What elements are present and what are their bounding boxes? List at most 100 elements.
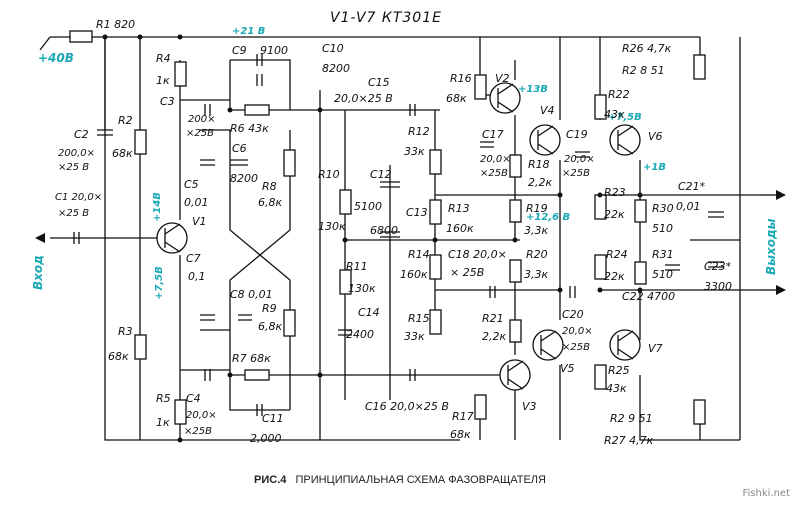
label-r2-value: 68к xyxy=(112,147,133,160)
label-r18-value: 2,2к xyxy=(528,176,552,189)
figure-title: ПРИНЦИПИАЛЬНАЯ СХЕМА ФАЗОВРАЩАТЕЛЯ xyxy=(295,474,546,486)
label-r9-value: 6,8к xyxy=(258,320,282,333)
label-c1-value: ×25 В xyxy=(58,208,89,219)
wires xyxy=(39,36,760,441)
label-c12: C12 xyxy=(370,168,392,181)
input-label: Вход xyxy=(31,255,45,290)
label-c3-value: 200× xyxy=(188,114,215,125)
label-v2: V2 xyxy=(495,72,510,85)
label-r10-value: 130к xyxy=(318,220,346,233)
label-c17-value: 20,0× xyxy=(480,154,511,165)
label-c20: C20 xyxy=(562,308,584,321)
label-c4-value: 20,0× xyxy=(186,410,217,421)
label-r23-value: 22к xyxy=(604,208,625,221)
label-r10: R10 xyxy=(318,168,340,181)
label-c12-value: 5100 xyxy=(354,200,382,213)
label-c2-value-b: ×25 В xyxy=(58,162,89,173)
label-c6-value: 8200 xyxy=(230,172,258,185)
voltage-12-6v: +12,6 В xyxy=(526,212,570,223)
label-c4-volt: ×25В xyxy=(184,426,212,437)
label-r18: R18 xyxy=(528,158,550,171)
label-r12-value: 33к xyxy=(404,145,425,158)
label-c19: C19 xyxy=(566,128,588,141)
label-c23: C23* xyxy=(704,260,732,273)
label-c18: C18 20,0× xyxy=(448,248,507,261)
label-c2-value-a: 200,0× xyxy=(58,148,95,159)
label-c17: C17 xyxy=(482,128,504,141)
label-r2: R2 xyxy=(118,114,133,127)
label-c13: C13 xyxy=(406,206,428,219)
capacitors xyxy=(73,54,724,416)
label-v6: V6 xyxy=(648,130,663,143)
label-c15-value: 20,0×25 В xyxy=(334,92,393,105)
label-r24: R24 xyxy=(606,248,628,261)
label-c3: C3 xyxy=(160,95,175,108)
label-r20: R20 xyxy=(526,248,548,261)
label-c7: C7 xyxy=(186,252,201,265)
label-c11: C11 xyxy=(262,412,284,425)
label-r30: R30 xyxy=(652,202,674,215)
label-r15-value: 33к xyxy=(404,330,425,343)
label-r13-value: 160к xyxy=(446,222,474,235)
voltage-14v: +14В xyxy=(152,192,163,222)
label-c6: C6 xyxy=(232,142,247,155)
label-r9: R9 xyxy=(262,302,277,315)
label-c5-value: 0,01 xyxy=(184,196,209,209)
label-r4-value: 1к xyxy=(156,74,170,87)
label-r11: R11 xyxy=(346,260,368,273)
label-r21-value: 2,2к xyxy=(482,330,506,343)
label-r31-value: 510 xyxy=(652,268,673,281)
label-r24-value: 22к xyxy=(604,270,625,283)
voltage-1v: +1В xyxy=(643,162,666,173)
label-r19-value: 3,3к xyxy=(524,224,548,237)
label-c22: C22 4700 xyxy=(622,290,675,303)
label-c15: C15 xyxy=(368,76,390,89)
label-c10-value: 8200 xyxy=(322,62,350,75)
label-c8: C8 0,01 xyxy=(230,288,273,301)
label-r22-value: 43к xyxy=(604,108,625,121)
label-c4: C4 xyxy=(186,392,201,405)
label-r31: R31 xyxy=(652,248,674,261)
label-r6: R6 43к xyxy=(230,122,269,135)
label-r21: R21 xyxy=(482,312,504,325)
label-r19: R19 xyxy=(526,202,548,215)
label-c13-value: 6800 xyxy=(370,224,398,237)
label-c1: C1 20,0× xyxy=(55,192,102,203)
label-r4: R4 xyxy=(156,52,171,65)
label-c5: C5 xyxy=(184,178,199,191)
label-c20-volt: ×25В xyxy=(562,342,590,353)
figure-caption: РИС.4 ПРИНЦИПИАЛЬНАЯ СХЕМА ФАЗОВРАЩАТЕЛЯ xyxy=(0,474,800,486)
junction-dots xyxy=(102,34,643,443)
label-r14-value: 160к xyxy=(400,268,428,281)
label-v4: V4 xyxy=(540,104,555,117)
label-r13: R13 xyxy=(448,202,470,215)
label-r11-value: 130к xyxy=(348,282,376,295)
label-r16-value: 68к xyxy=(446,92,467,105)
label-r29: R2 9 51 xyxy=(610,412,653,425)
voltage-21v: +21 В xyxy=(232,26,265,37)
label-v5: V5 xyxy=(560,362,575,375)
label-r26: R26 4,7к xyxy=(622,42,672,55)
label-r25-value: 43к xyxy=(606,382,627,395)
label-r8-value: 6,8к xyxy=(258,196,282,209)
label-c14-value: 2400 xyxy=(346,328,374,341)
label-c20-value: 20,0× xyxy=(562,326,593,337)
io-arrows xyxy=(35,190,786,295)
label-c19-value: 20,0× xyxy=(564,154,595,165)
label-r25: R25 xyxy=(608,364,630,377)
label-r20-value: 3,3к xyxy=(524,268,548,281)
label-r22: R22 xyxy=(608,88,630,101)
schematic-title: V1-V7 КТ301Е xyxy=(330,10,442,26)
label-c14: C14 xyxy=(358,306,380,319)
label-r1: R1 820 xyxy=(96,18,135,31)
label-v3: V3 xyxy=(522,400,537,413)
resistors xyxy=(69,30,706,425)
label-c11-value: 2,000 xyxy=(250,432,282,445)
label-c18-value: × 25В xyxy=(450,266,484,279)
label-r5: R5 xyxy=(156,392,171,405)
label-c21: C21* xyxy=(678,180,706,193)
label-r3-value: 68к xyxy=(108,350,129,363)
label-c23-value: 3300 xyxy=(704,280,732,293)
label-v7: V7 xyxy=(648,342,663,355)
label-r30-value: 510 xyxy=(652,222,673,235)
